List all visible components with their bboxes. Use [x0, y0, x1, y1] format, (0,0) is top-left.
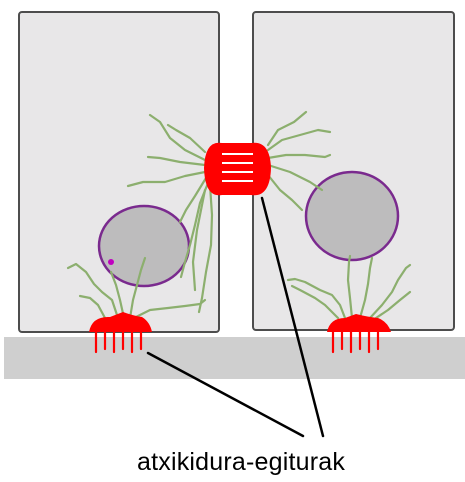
junction-right-plaque [243, 143, 271, 196]
cell-junction [204, 143, 271, 196]
nucleus-dot [108, 259, 114, 265]
right-nucleus [306, 172, 398, 260]
structure-label: atxikidura-egiturak [137, 448, 345, 477]
left-cell [19, 12, 219, 332]
junction-left-plaque [204, 143, 231, 196]
junction-bridge [227, 143, 247, 195]
basement-membrane [4, 337, 465, 379]
